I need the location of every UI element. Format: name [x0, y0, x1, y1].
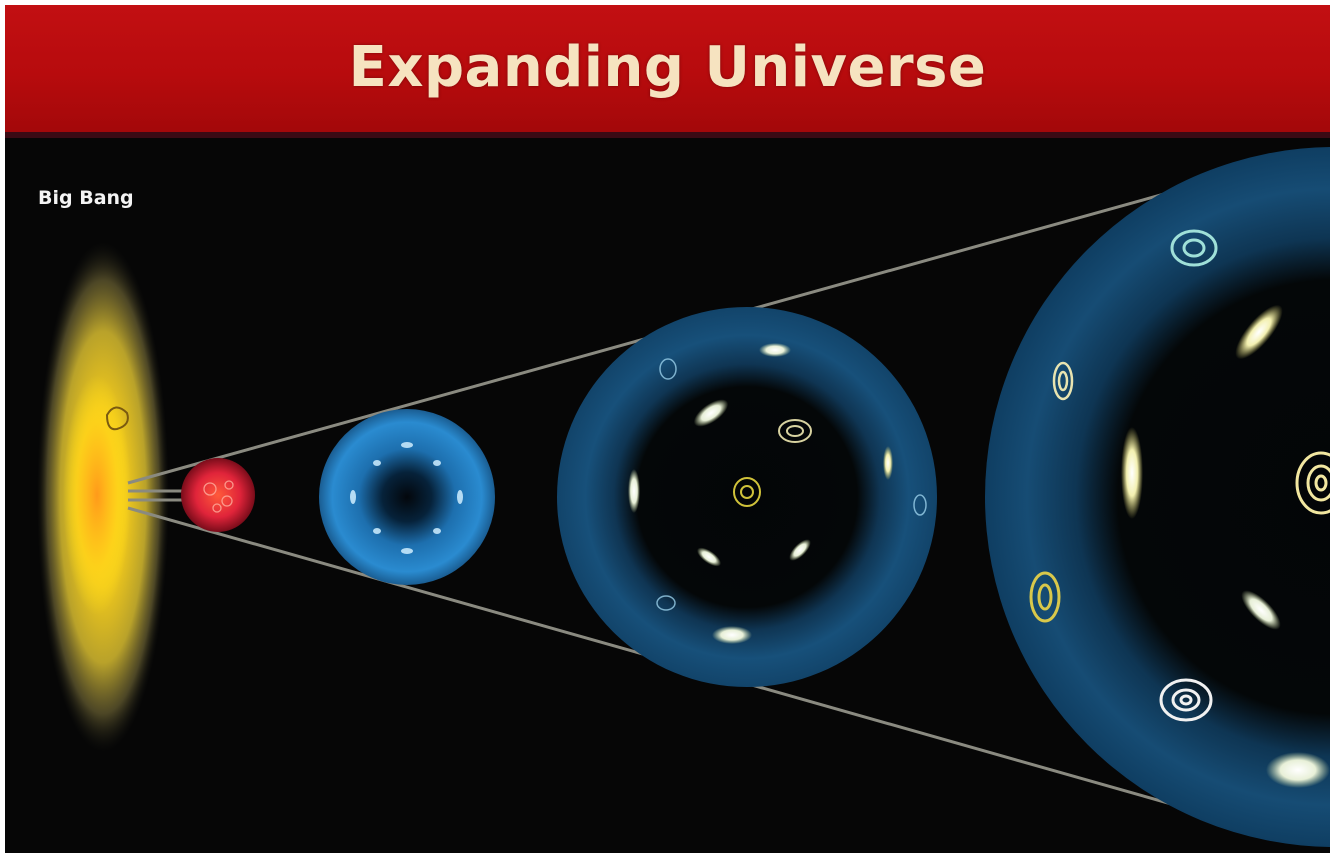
- late-universe-shell: [985, 147, 1330, 847]
- elliptical-galaxy-icon: [628, 469, 640, 513]
- young-universe-ball: [319, 409, 495, 585]
- elliptical-galaxy-icon: [759, 343, 791, 357]
- elliptical-galaxy-icon: [712, 626, 752, 644]
- early-universe-ball: [181, 458, 255, 532]
- elliptical-galaxy-icon: [1121, 427, 1143, 519]
- elliptical-galaxy-icon: [1266, 752, 1330, 788]
- expansion-scene: [5, 5, 1330, 853]
- big-bang-glow: [37, 242, 169, 752]
- diagram-frame: Expanding Universe Big Bang: [5, 5, 1330, 853]
- elliptical-galaxy-icon: [883, 446, 893, 480]
